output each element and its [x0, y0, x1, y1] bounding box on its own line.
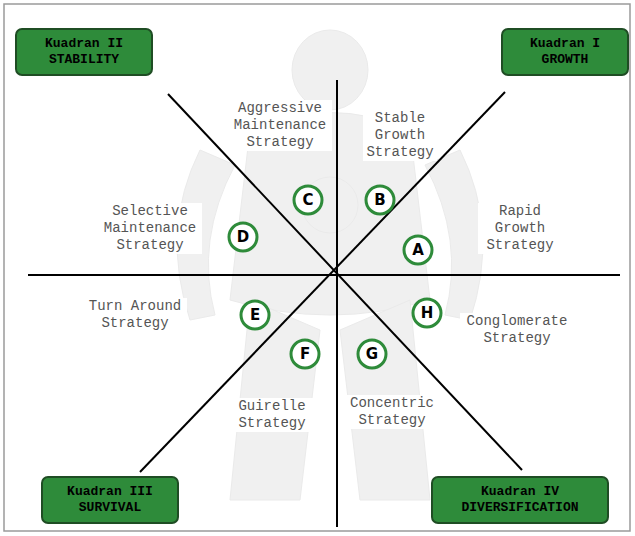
strategy-circle: G [356, 338, 388, 370]
strategy-label: Rapid Growth Strategy [478, 203, 562, 254]
strategy-label: Guirelle Strategy [230, 398, 314, 432]
strategy-letter: C [292, 184, 324, 216]
quadrant-title: Kuadran III SURVIVAL [55, 484, 165, 516]
strategy-letter: H [411, 297, 443, 329]
strategy-label: Turn Around Strategy [83, 298, 187, 332]
strategy-letter: F [289, 338, 321, 370]
diagonal-line [168, 94, 522, 470]
horizontal-axis [28, 274, 620, 276]
strategy-label: Aggressive Maintenance Strategy [228, 100, 332, 151]
quadrant-box: Kuadran I GROWTH [501, 28, 629, 76]
quadrant-title: Kuadran IV DIVERSIFICATION [445, 484, 595, 516]
quadrant-box: Kuadran III SURVIVAL [41, 476, 179, 524]
strategy-circle: H [411, 297, 443, 329]
strategy-circle: D [227, 221, 259, 253]
frame [4, 4, 630, 531]
quadrant-box: Kuadran IV DIVERSIFICATION [431, 476, 609, 524]
strategy-circle: C [292, 184, 324, 216]
vertical-axis [336, 80, 338, 527]
quadrant-title: Kuadran II STABILITY [29, 36, 139, 68]
strategy-circle: E [239, 299, 271, 331]
axis-lines [28, 80, 620, 527]
strategy-letter: G [356, 338, 388, 370]
strategy-circle: A [402, 234, 434, 266]
strategy-label: Stable Growth Strategy [363, 110, 437, 161]
strategy-letter: B [364, 184, 396, 216]
strategy-letter: D [227, 221, 259, 253]
strategy-label: Concentric Strategy [345, 395, 439, 429]
strategy-letter: E [239, 299, 271, 331]
strategy-label: Conglomerate Strategy [460, 313, 574, 347]
strategy-circle: B [364, 184, 396, 216]
strategy-label: Selective Maintenance Strategy [98, 203, 202, 254]
strategy-circle: F [289, 338, 321, 370]
quadrant-title: Kuadran I GROWTH [515, 36, 615, 68]
strategy-letter: A [402, 234, 434, 266]
diagonal-line [140, 92, 505, 472]
quadrant-box: Kuadran II STABILITY [15, 28, 153, 76]
